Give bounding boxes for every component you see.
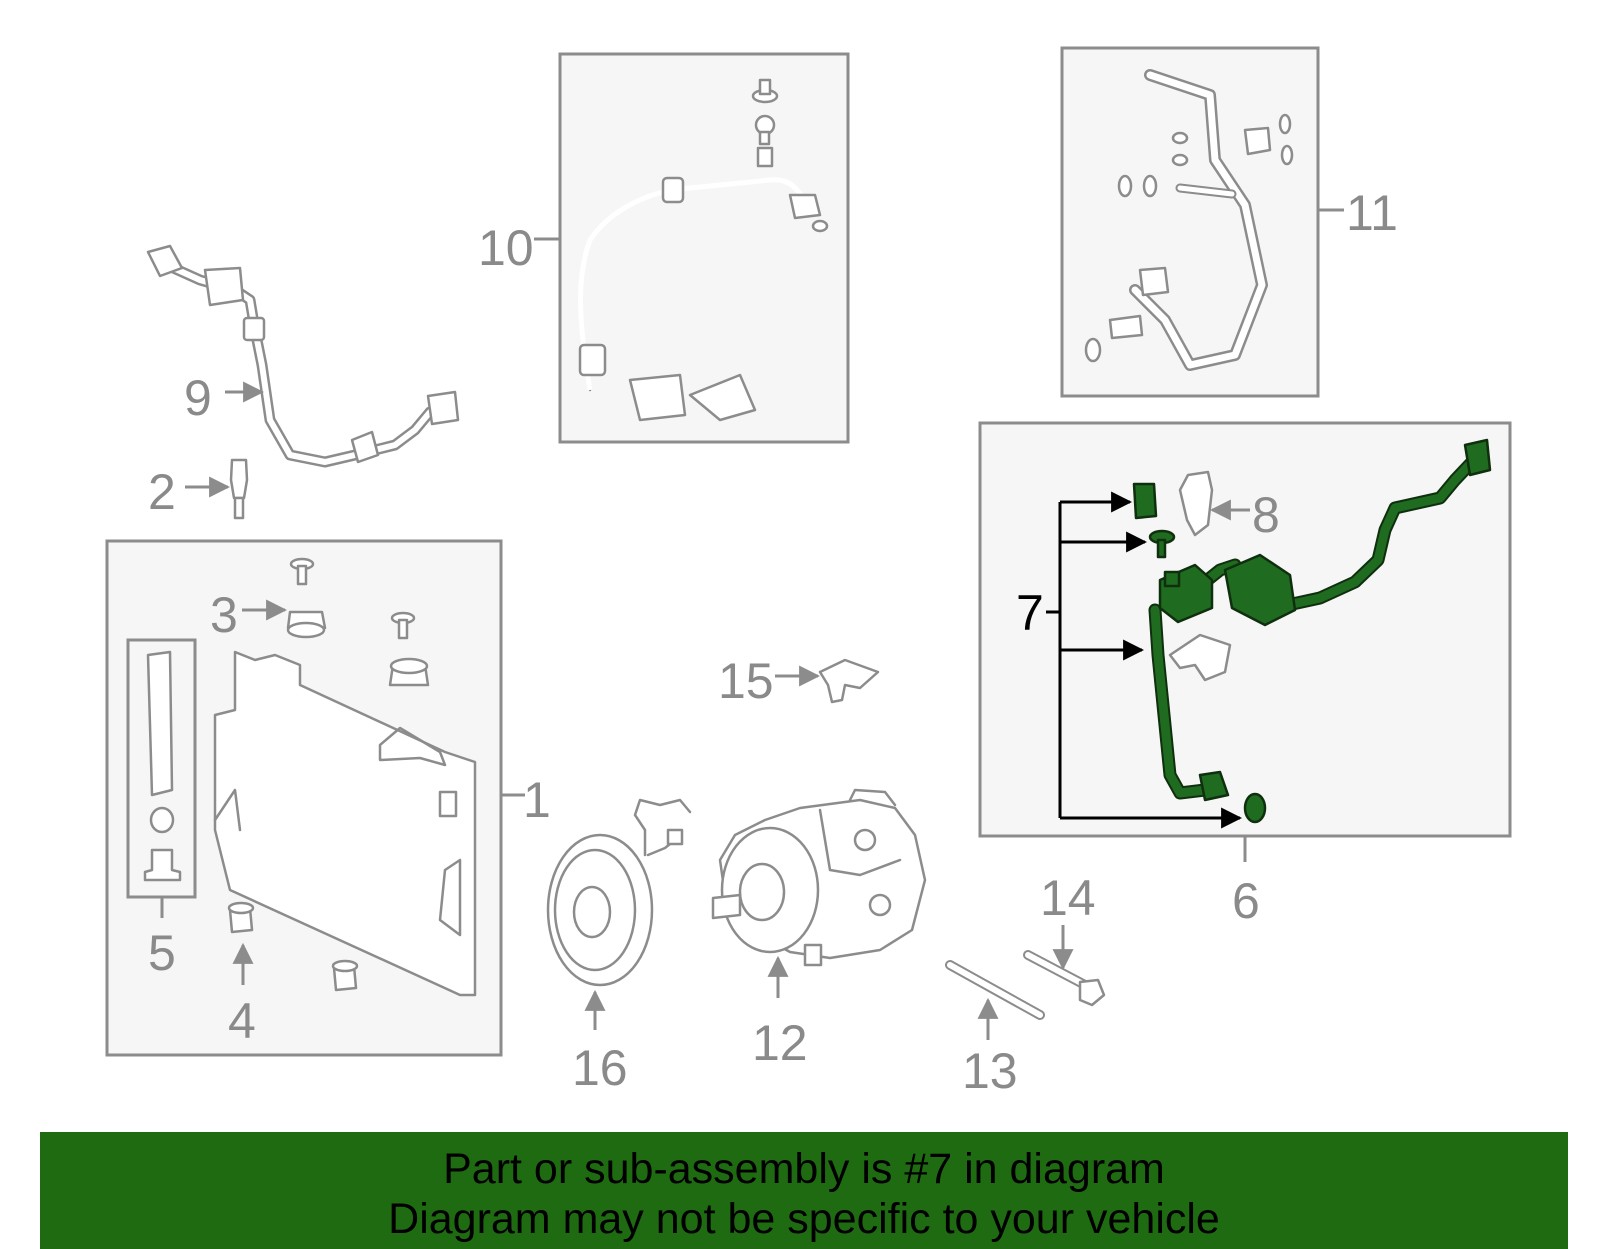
highlighted-part-7 bbox=[1132, 438, 1492, 824]
callout-7: 7 bbox=[1016, 585, 1044, 641]
part-12-compressor: 12 bbox=[711, 788, 927, 1071]
callout-8: 8 bbox=[1252, 487, 1280, 543]
part-14-bolt: 14 bbox=[1023, 870, 1106, 1007]
box-part-10: 10 bbox=[478, 52, 850, 444]
callout-12: 12 bbox=[752, 1015, 808, 1071]
part-15-bracket: 15 bbox=[718, 653, 880, 709]
part-13-stud: 13 bbox=[945, 960, 1045, 1099]
callout-6: 6 bbox=[1232, 873, 1260, 929]
disclaimer-banner: Part or sub-assembly is #7 in diagram Di… bbox=[40, 1132, 1568, 1249]
callout-9: 9 bbox=[184, 370, 212, 426]
parts-diagram: 10 11 bbox=[105, 46, 1512, 1099]
callout-3: 3 bbox=[210, 587, 238, 643]
banner-line-2: Diagram may not be specific to your vehi… bbox=[388, 1195, 1220, 1243]
callout-4: 4 bbox=[228, 993, 256, 1049]
box-part-1: 5 3 4 1 bbox=[105, 539, 551, 1057]
callout-10: 10 bbox=[478, 220, 534, 276]
box-part-11: 11 bbox=[1060, 46, 1398, 398]
callout-5: 5 bbox=[148, 925, 176, 981]
banner-line-1: Part or sub-assembly is #7 in diagram bbox=[443, 1145, 1165, 1193]
callout-2: 2 bbox=[148, 464, 176, 520]
callout-11: 11 bbox=[1346, 185, 1398, 241]
callout-1: 1 bbox=[523, 772, 551, 828]
part-2-sensor: 2 bbox=[148, 458, 249, 520]
box-part-6: 8 7 6 bbox=[978, 421, 1512, 929]
callout-16: 16 bbox=[572, 1040, 628, 1096]
callout-14: 14 bbox=[1040, 870, 1096, 926]
callout-15: 15 bbox=[718, 653, 774, 709]
part-9-harness: 9 bbox=[146, 244, 460, 468]
part-16-clutch: 16 bbox=[546, 798, 692, 1096]
callout-13: 13 bbox=[962, 1043, 1018, 1099]
